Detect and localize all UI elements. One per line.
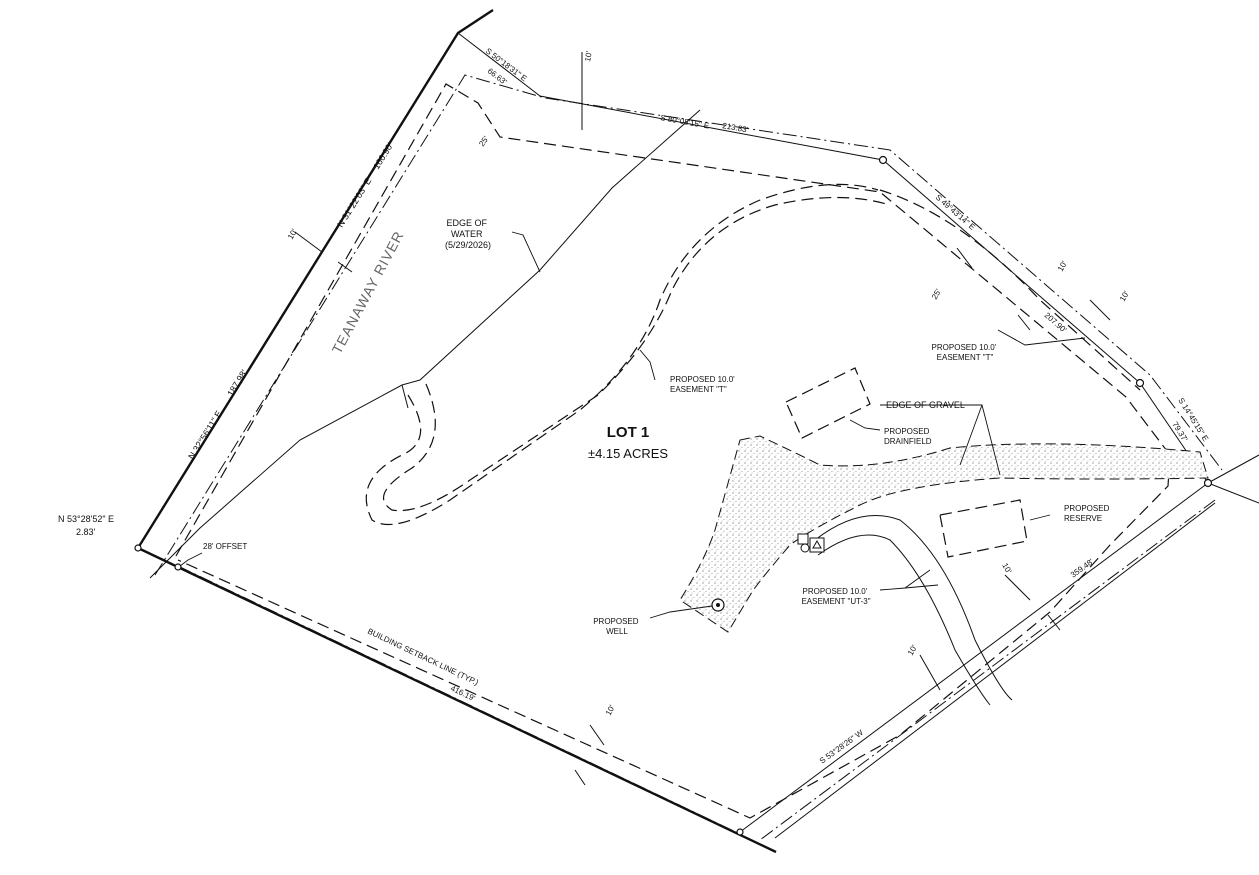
- dim-10-west: 10': [286, 227, 299, 241]
- dim-10-south: 10': [604, 703, 617, 717]
- easement-t-right-label: PROPOSED 10.0' EASEMENT "T": [932, 343, 999, 362]
- offset-label: 28' OFFSET: [203, 542, 247, 551]
- utility-symbols: [797, 533, 825, 553]
- leader-lines: [179, 231, 1086, 619]
- tie-distance: 2.83': [76, 527, 96, 537]
- easement-t-driveway: [365, 183, 1141, 526]
- dim-25-top: 25': [477, 134, 491, 148]
- proposed-reserve: [939, 499, 1028, 558]
- boundary-monuments: [134, 155, 1213, 836]
- lot-title: LOT 1: [607, 424, 650, 441]
- dim-25-ne: 25': [930, 287, 943, 301]
- property-boundary: [136, 8, 1259, 854]
- dimension-ticks: [294, 52, 1111, 786]
- edge-of-water-label: EDGE OF WATER (5/29/2026): [445, 218, 491, 250]
- river-name: TEANAWAY RIVER: [329, 228, 407, 356]
- west-upper-distance: 166.90': [371, 141, 395, 171]
- west-lower-distance: 187.98': [225, 368, 249, 398]
- south-distance: 416.19': [449, 684, 477, 704]
- drainfield-label: PROPOSED DRAINFIELD: [884, 427, 932, 446]
- easement-ut3: [814, 515, 1013, 706]
- south-offset-line: [177, 565, 743, 836]
- dim-10-top: 10': [583, 50, 594, 62]
- offset-line: [154, 74, 1223, 576]
- building-setback-line: [175, 83, 1171, 819]
- dim-10-se: 10': [1000, 562, 1013, 576]
- reserve-label: PROPOSED RESERVE: [1064, 504, 1112, 523]
- dim-10-ne-b: 10': [1118, 289, 1131, 303]
- gravel-area: [679, 435, 1209, 633]
- edge-of-gravel-label: EDGE OF GRAVEL: [886, 400, 965, 410]
- easement-t-label: PROPOSED 10.0' EASEMENT "T": [670, 375, 737, 394]
- tie-bearing: N 53°28'52" E: [58, 514, 114, 524]
- southeast-bearing: S 53°28'26" W: [818, 728, 865, 766]
- dim-10-se-b: 10': [906, 643, 919, 657]
- edge-of-water-line: [149, 109, 701, 579]
- well-label: PROPOSED WELL: [593, 617, 641, 636]
- lot-area: ±4.15 ACRES: [588, 446, 668, 461]
- north-bearing: S 80°08'15" E: [660, 113, 710, 130]
- northeast-bearing: S 49°43'14" E: [934, 193, 977, 232]
- setback-label: BUILDING SETBACK LINE (TYP.): [366, 627, 480, 688]
- proposed-drainfield: [785, 367, 871, 439]
- well-icon: [711, 598, 725, 612]
- southeast-offset-line: [759, 499, 1216, 841]
- easement-ut3-label: PROPOSED 10.0' EASEMENT "UT-3": [801, 587, 870, 606]
- dim-10-ne-a: 10': [1056, 259, 1069, 273]
- west-lower-bearing: N 32°56'11" E: [186, 409, 224, 461]
